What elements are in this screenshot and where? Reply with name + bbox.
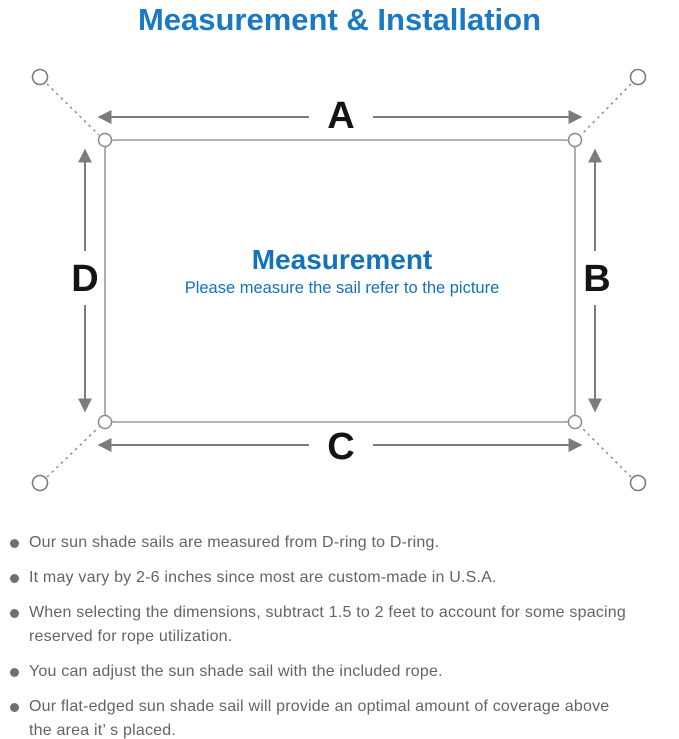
list-item: When selecting the dimensions, subtract …: [10, 601, 679, 649]
list-item-text: Our sun shade sails are measured from D-…: [29, 534, 440, 551]
list-item: You can adjust the sun shade sail with t…: [10, 660, 679, 684]
list-item: Our flat-edged sun shade sail will provi…: [10, 695, 679, 739]
dimension-label-a: A: [327, 95, 354, 137]
dimension-label-b: B: [583, 258, 610, 300]
anchor-rope-dashed-lines: [46, 83, 632, 478]
anchor-ring-icon-bottom-right: [629, 474, 647, 492]
list-item: Our sun shade sails are measured from D-…: [10, 531, 679, 555]
dimension-label-d: D: [71, 258, 98, 300]
anchor-ring-icon-top-left: [31, 68, 49, 86]
rope-top-left: [46, 83, 100, 136]
anchor-ring-icons: [31, 68, 647, 492]
bullet-dot-icon: [10, 539, 19, 548]
bullet-dot-icon: [10, 668, 19, 677]
list-item-text: When selecting the dimensions, subtract …: [29, 604, 626, 645]
d-ring-icon-top-left: [97, 132, 113, 148]
d-ring-icon-top-right: [567, 132, 583, 148]
anchor-ring-icon-bottom-left: [31, 474, 49, 492]
dimension-label-c: C: [327, 426, 354, 468]
instruction-list: Our sun shade sails are measured from D-…: [10, 531, 679, 739]
bullet-dot-icon: [10, 703, 19, 712]
diagram-subheading: Please measure the sail refer to the pic…: [185, 279, 500, 297]
d-ring-icon-bottom-left: [97, 414, 113, 430]
sail-outline: [104, 139, 576, 423]
diagram-heading: Measurement: [252, 244, 433, 275]
page-title: Measurement & Installation: [137, 2, 542, 37]
rope-top-right: [580, 83, 632, 136]
rope-bottom-right: [580, 426, 632, 478]
list-item-text: You can adjust the sun shade sail with t…: [29, 663, 443, 680]
d-ring-icon-bottom-right: [567, 414, 583, 430]
list-item: It may vary by 2-6 inches since most are…: [10, 566, 679, 590]
bullet-dot-icon: [10, 609, 19, 618]
dimension-arrows: [78, 110, 602, 452]
bullet-dot-icon: [10, 574, 19, 583]
d-ring-icons: [97, 132, 583, 430]
rope-bottom-left: [46, 426, 100, 478]
list-item-text: Our flat-edged sun shade sail will provi…: [29, 698, 610, 739]
list-item-text: It may vary by 2-6 inches since most are…: [29, 569, 497, 586]
anchor-ring-icon-top-right: [629, 68, 647, 86]
